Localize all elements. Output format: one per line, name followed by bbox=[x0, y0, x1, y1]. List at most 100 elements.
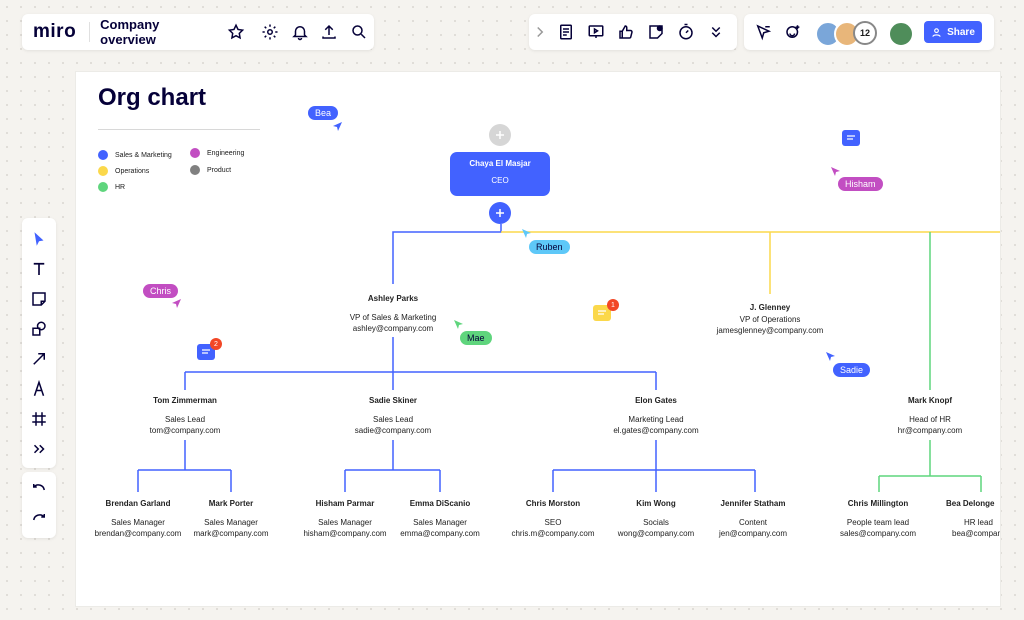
select-cursor-icon[interactable] bbox=[24, 224, 54, 254]
org-node-chris-millington[interactable]: Chris Millington People team lead sales@… bbox=[828, 498, 928, 539]
org-node-emma-discanio[interactable]: Emma DiScanio Sales Manager emma@company… bbox=[390, 498, 490, 539]
search-icon[interactable] bbox=[344, 17, 374, 47]
reaction-add-icon[interactable] bbox=[778, 17, 808, 47]
comment-icon bbox=[202, 349, 210, 354]
person-name: J. Glenney bbox=[749, 303, 791, 312]
cursor-label-hisham: Hisham bbox=[838, 177, 883, 191]
add-node-top-button[interactable] bbox=[489, 124, 511, 146]
add-node-button[interactable] bbox=[489, 202, 511, 224]
person-name: Ashley Parks bbox=[367, 294, 419, 303]
text-tool-icon[interactable] bbox=[24, 254, 54, 284]
more-chevron-down-icon[interactable] bbox=[701, 17, 731, 47]
org-node-chris-morston[interactable]: Chris Morston SEO chris.m@company.com bbox=[503, 498, 603, 539]
org-node-kim-wong[interactable]: Kim Wong Socials wong@company.com bbox=[606, 498, 706, 539]
ceo-title: CEO bbox=[491, 176, 509, 185]
creation-toolbar bbox=[22, 218, 56, 468]
thumbs-up-icon[interactable] bbox=[611, 17, 641, 47]
legend-label: Sales & Marketing bbox=[115, 151, 172, 159]
person-name: Bea Delonge bbox=[946, 499, 995, 508]
person-name: Elon Gates bbox=[635, 396, 677, 405]
cursor-pointer-icon bbox=[831, 167, 840, 176]
presentation-icon[interactable] bbox=[581, 17, 611, 47]
timer-icon[interactable] bbox=[671, 17, 701, 47]
cursor-pointer-icon bbox=[454, 320, 463, 329]
person-name: Mark Porter bbox=[208, 499, 254, 508]
bell-icon[interactable] bbox=[285, 17, 315, 47]
person-title: Socials bbox=[643, 518, 669, 527]
org-node-ashley-parks[interactable]: Ashley Parks VP of Sales & Marketing ash… bbox=[323, 293, 463, 334]
legend-swatch bbox=[98, 182, 108, 192]
org-node-jennifer-statham[interactable]: Jennifer Statham Content jen@company.com bbox=[703, 498, 803, 539]
org-node-mark-knopf[interactable]: Mark Knopf Head of HR hr@company.com bbox=[870, 395, 990, 436]
org-node-brendan-garland[interactable]: Brendan Garland Sales Manager brendan@co… bbox=[88, 498, 188, 539]
person-email: mark@company.com bbox=[193, 529, 269, 538]
sticky-note-tool-icon[interactable] bbox=[24, 284, 54, 314]
person-name: Tom Zimmerman bbox=[153, 396, 217, 405]
legend-item: Sales & Marketing bbox=[98, 150, 172, 160]
legend-swatch bbox=[190, 148, 200, 158]
connector-arrow-icon[interactable] bbox=[24, 344, 54, 374]
board-title[interactable]: Company overview bbox=[100, 17, 160, 47]
person-title: Sales Lead bbox=[164, 415, 206, 424]
legend-swatch bbox=[190, 165, 200, 175]
person-name: Chris Millington bbox=[847, 499, 909, 508]
person-title: Head of HR bbox=[909, 415, 951, 424]
cursor-pointer-icon bbox=[172, 299, 181, 308]
org-chart-frame[interactable]: Org chart Sales & Marketing Engineering … bbox=[76, 72, 1000, 606]
org-node-elon-gates[interactable]: Elon Gates Marketing Lead el.gates@compa… bbox=[596, 395, 716, 436]
org-node-mark-porter[interactable]: Mark Porter Sales Manager mark@company.c… bbox=[181, 498, 281, 539]
comment-thread[interactable]: 1 bbox=[593, 299, 619, 321]
ceo-card[interactable]: Chaya El Masjar CEO bbox=[450, 152, 550, 196]
redo-icon[interactable] bbox=[24, 505, 54, 535]
person-title: Content bbox=[738, 518, 768, 527]
legend-label: Operations bbox=[115, 167, 150, 175]
shapes-tool-icon[interactable] bbox=[24, 314, 54, 344]
comment-thread[interactable]: 2 bbox=[197, 338, 222, 360]
frame-tool-icon[interactable] bbox=[24, 404, 54, 434]
ceo-name: Chaya El Masjar bbox=[469, 159, 531, 168]
legend-item: Operations bbox=[98, 166, 149, 176]
share-label: Share bbox=[947, 26, 975, 38]
share-button[interactable]: Share bbox=[924, 21, 982, 43]
legend-item: Engineering bbox=[190, 148, 244, 158]
miro-logo[interactable]: miro bbox=[33, 21, 77, 42]
person-name: Kim Wong bbox=[636, 499, 676, 508]
undo-icon[interactable] bbox=[24, 475, 54, 505]
person-email: bea@company.com bbox=[952, 529, 1000, 538]
collaboration-toolbar bbox=[529, 14, 737, 50]
cursor-pointer-icon bbox=[826, 352, 835, 361]
notes-icon[interactable] bbox=[551, 17, 581, 47]
org-node-sadie-skiner[interactable]: Sadie Skiner Sales Lead sadie@company.co… bbox=[333, 395, 453, 436]
cursor-filter-icon[interactable] bbox=[748, 17, 778, 47]
person-email: hisham@company.com bbox=[303, 529, 387, 538]
person-email: hr@company.com bbox=[897, 426, 963, 435]
comment-thread[interactable] bbox=[842, 130, 860, 146]
upload-icon[interactable] bbox=[315, 17, 345, 47]
person-email: ashley@company.com bbox=[352, 324, 434, 333]
gear-icon[interactable] bbox=[255, 17, 285, 47]
org-node-j-glenney[interactable]: J. Glenney VP of Operations jamesglenney… bbox=[700, 302, 840, 336]
org-node-hisham-parmar[interactable]: Hisham Parmar Sales Manager hisham@compa… bbox=[295, 498, 395, 539]
history-toolbar bbox=[22, 472, 56, 538]
person-title: Sales Manager bbox=[318, 518, 372, 527]
heading-divider bbox=[98, 129, 260, 130]
plus-icon bbox=[496, 131, 504, 139]
person-name: Sadie Skiner bbox=[368, 396, 418, 405]
user-avatar[interactable] bbox=[888, 21, 914, 47]
pen-tool-icon[interactable] bbox=[24, 374, 54, 404]
person-name: Jennifer Statham bbox=[720, 499, 786, 508]
person-email: el.gates@company.com bbox=[613, 426, 699, 435]
star-icon[interactable] bbox=[221, 17, 251, 47]
more-tools-icon[interactable] bbox=[24, 434, 54, 464]
collaborator-count-badge[interactable]: 12 bbox=[853, 21, 877, 45]
org-node-tom-zimmerman[interactable]: Tom Zimmerman Sales Lead tom@company.com bbox=[125, 395, 245, 436]
person-email: brendan@company.com bbox=[94, 529, 182, 538]
sticky-note-add-icon[interactable] bbox=[641, 17, 671, 47]
person-email: tom@company.com bbox=[149, 426, 221, 435]
legend-swatch bbox=[98, 150, 108, 160]
person-title: VP of Sales & Marketing bbox=[349, 313, 437, 322]
chevron-right-icon[interactable] bbox=[529, 17, 551, 47]
person-email: sales@company.com bbox=[840, 529, 916, 538]
org-node-bea-delonge[interactable]: Bea Delonge HR lead bea@company.com bbox=[946, 498, 1000, 539]
person-email: jen@company.com bbox=[719, 529, 787, 538]
